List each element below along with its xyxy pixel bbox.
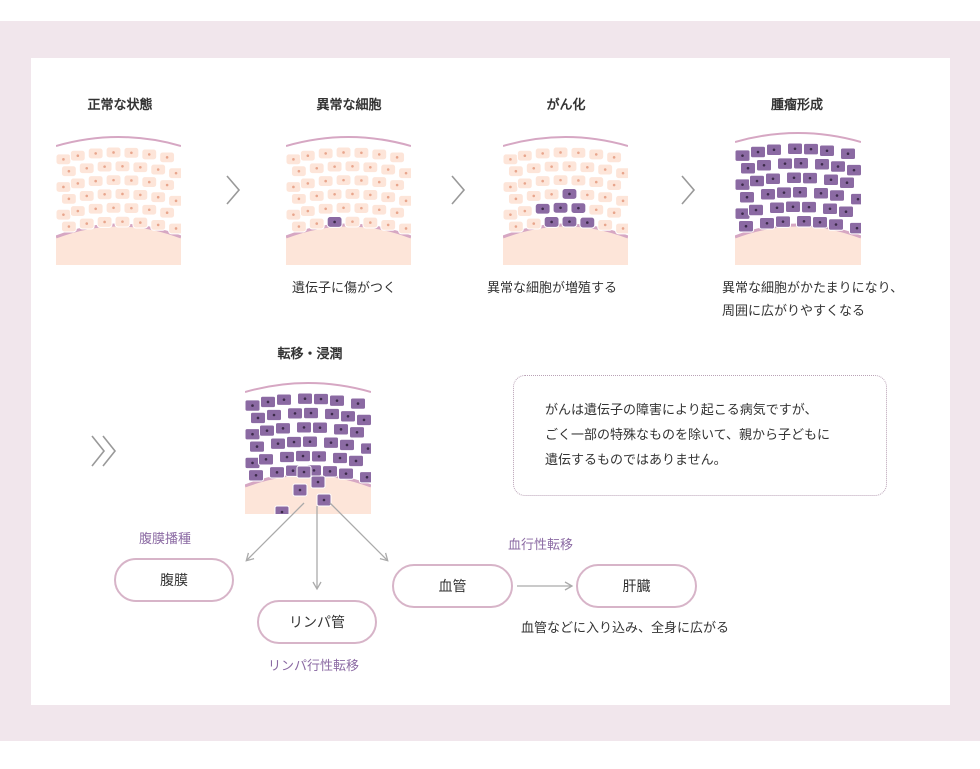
label-lymphatic-metastasis: リンパ行性転移 xyxy=(268,659,360,674)
caption-tumor-line2: 周囲に広がりやすくなる xyxy=(722,304,866,319)
chevron-right-icon xyxy=(226,175,241,205)
caption-cancer: 異常な細胞が増殖する xyxy=(487,281,618,296)
caption-hematogenous: 血管などに入り込み、全身に広がる xyxy=(521,621,730,636)
note-line-1: がんは遺伝子の障害により起こる病気ですが、 xyxy=(545,403,818,418)
tissue-tumor xyxy=(735,132,861,265)
heredity-note: がんは遺伝子の障害により起こる病気ですが、 ごく一部の特殊なものを除いて、親から… xyxy=(513,375,887,496)
node-peritoneum-label: 腹膜 xyxy=(160,573,188,589)
double-chevron-right-icon xyxy=(91,435,117,467)
label-hematogenous-metastasis: 血行性転移 xyxy=(508,538,574,553)
chevron-right-icon xyxy=(451,175,466,205)
node-blood-vessel-label: 血管 xyxy=(438,579,467,595)
stage-title-tumor: 腫瘤形成 xyxy=(770,98,824,113)
note-line-2: ごく一部の特殊なものを除いて、親から子どもに xyxy=(545,428,830,443)
chevron-right-icon xyxy=(681,175,696,205)
stage-title-normal: 正常な状態 xyxy=(87,98,153,113)
label-peritoneal-dissemination: 腹膜播種 xyxy=(139,532,192,547)
tissue-normal xyxy=(56,136,181,265)
node-liver-label: 肝臓 xyxy=(622,579,651,595)
note-line-3: 遺伝するものではありません。 xyxy=(545,453,727,468)
tissue-abnormal-cell xyxy=(286,136,411,265)
node-lymph-vessel-label: リンパ管 xyxy=(289,615,345,631)
node-lymph-vessel: リンパ管 xyxy=(257,600,377,644)
tissue-metastasis xyxy=(245,382,371,514)
node-blood-vessel: 血管 xyxy=(392,564,513,608)
node-peritoneum: 腹膜 xyxy=(114,558,234,602)
metastasis-title: 転移・浸潤 xyxy=(277,347,343,362)
tissue-cancer xyxy=(503,136,628,265)
stage-title-abnormal: 異常な細胞 xyxy=(316,98,382,113)
caption-tumor-line1: 異常な細胞がかたまりになり、 xyxy=(722,281,904,296)
stage-title-cancer: がん化 xyxy=(546,98,586,113)
node-liver: 肝臓 xyxy=(576,564,697,608)
caption-abnormal: 遺伝子に傷がつく xyxy=(292,281,397,296)
